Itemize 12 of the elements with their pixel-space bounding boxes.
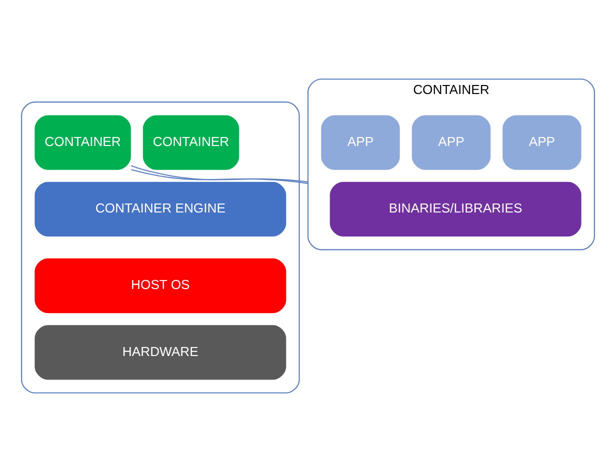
node-box: APP [321, 115, 400, 170]
connector [130, 165, 308, 182]
node-box: CONTAINER [34, 115, 131, 170]
connector [130, 169, 308, 184]
cluster [21, 102, 300, 394]
node-box: HARDWARE [34, 325, 286, 380]
node-box: APP [502, 115, 582, 170]
node-box: CONTAINER [142, 115, 240, 170]
node-box: CONTAINER ENGINE [34, 182, 286, 237]
node-box: BINARIES/LIBRARIES [330, 182, 582, 237]
node-box: APP [412, 115, 491, 170]
node-box: HOST OS [34, 258, 286, 314]
